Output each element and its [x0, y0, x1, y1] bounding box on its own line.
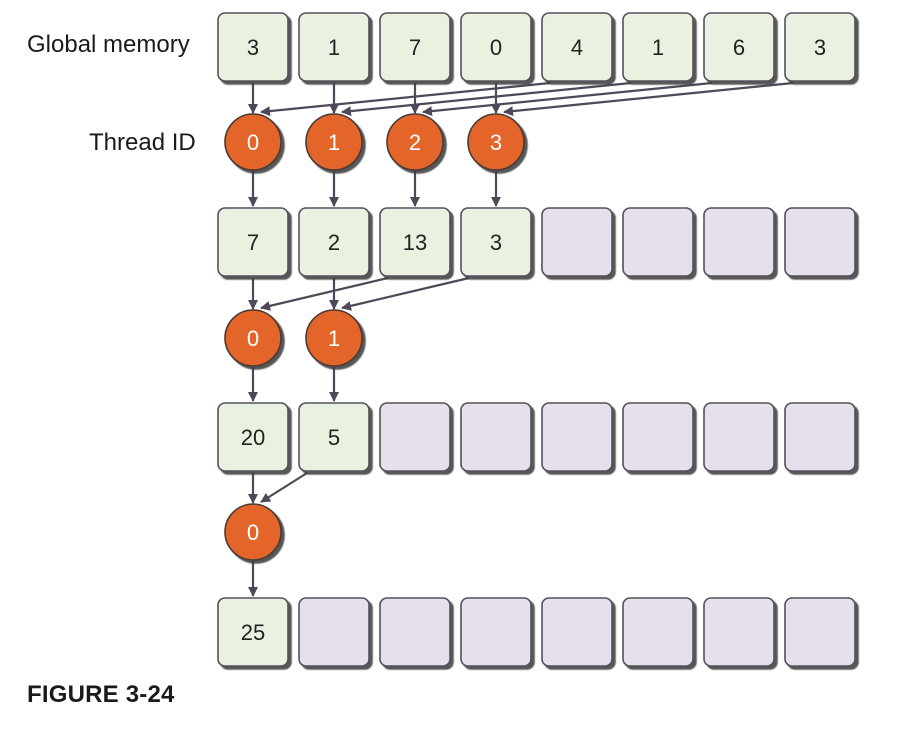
empty-memory-cell — [541, 207, 613, 277]
memory-cell-value: 3 — [247, 35, 259, 60]
empty-memory-cell — [460, 597, 532, 667]
stride-input-arrow — [260, 81, 551, 117]
empty-memory-cell — [703, 207, 775, 277]
memory-cell-value: 1 — [652, 35, 664, 60]
memory-cell: 2 — [298, 207, 370, 277]
memory-cell: 7 — [379, 12, 451, 82]
memory-cell: 25 — [217, 597, 289, 667]
thread-node: 0 — [224, 113, 282, 171]
memory-cell-value: 3 — [814, 35, 826, 60]
stride-input-arrow — [341, 81, 632, 117]
memory-cell: 7 — [217, 207, 289, 277]
thread-id-value: 2 — [409, 130, 421, 155]
memory-cell-value: 5 — [328, 425, 340, 450]
memory-cell-value: 7 — [247, 230, 259, 255]
memory-cell-value: 25 — [241, 620, 265, 645]
memory-cell: 6 — [703, 12, 775, 82]
memory-cell: 20 — [217, 402, 289, 472]
memory-cell: 3 — [784, 12, 856, 82]
stride-input-arrow — [422, 81, 713, 117]
stride-input-arrow — [260, 472, 308, 503]
memory-cell-value: 7 — [409, 35, 421, 60]
stride-input-arrow — [341, 276, 470, 311]
empty-memory-cell — [784, 207, 856, 277]
stride-input-arrow — [260, 276, 389, 311]
empty-memory-cell — [379, 402, 451, 472]
memory-cell-value: 13 — [403, 230, 427, 255]
thread-node: 1 — [305, 113, 363, 171]
thread-node: 0 — [224, 309, 282, 367]
memory-cell: 13 — [379, 207, 451, 277]
thread-id-value: 0 — [247, 130, 259, 155]
arrows-layer — [248, 81, 794, 597]
thread-id-value: 3 — [490, 130, 502, 155]
empty-memory-cell — [784, 597, 856, 667]
memory-cell-value: 1 — [328, 35, 340, 60]
memory-cell-value: 3 — [490, 230, 502, 255]
thread-node: 2 — [386, 113, 444, 171]
thread-node: 3 — [467, 113, 525, 171]
memory-cell: 4 — [541, 12, 613, 82]
empty-memory-cell — [622, 207, 694, 277]
thread-id-label: Thread ID — [89, 129, 196, 156]
empty-memory-cell — [622, 597, 694, 667]
memory-cell: 3 — [460, 207, 532, 277]
empty-memory-cell — [541, 402, 613, 472]
thread-node: 1 — [305, 309, 363, 367]
empty-memory-cell — [460, 402, 532, 472]
thread-id-value: 1 — [328, 326, 340, 351]
thread-id-value: 1 — [328, 130, 340, 155]
figure-caption: FIGURE 3-24 — [27, 681, 175, 708]
empty-memory-cell — [622, 402, 694, 472]
empty-memory-cell — [703, 597, 775, 667]
memory-cell: 1 — [298, 12, 370, 82]
global-memory-label: Global memory — [27, 31, 190, 58]
memory-cell: 5 — [298, 402, 370, 472]
thread-node: 0 — [224, 503, 282, 561]
memory-cell-value: 4 — [571, 35, 583, 60]
stride-input-arrow — [503, 81, 794, 117]
thread-id-value: 0 — [247, 326, 259, 351]
memory-cell: 1 — [622, 12, 694, 82]
empty-memory-cell — [541, 597, 613, 667]
thread-id-value: 0 — [247, 520, 259, 545]
memory-cell-value: 20 — [241, 425, 265, 450]
empty-memory-cell — [784, 402, 856, 472]
memory-cell: 0 — [460, 12, 532, 82]
memory-cell: 3 — [217, 12, 289, 82]
memory-cell-value: 0 — [490, 35, 502, 60]
memory-cell-value: 6 — [733, 35, 745, 60]
memory-cell-value: 2 — [328, 230, 340, 255]
empty-memory-cell — [703, 402, 775, 472]
empty-memory-cell — [298, 597, 370, 667]
empty-memory-cell — [379, 597, 451, 667]
threads-layer: 0 1 2 3 0 1 0 — [224, 113, 525, 561]
